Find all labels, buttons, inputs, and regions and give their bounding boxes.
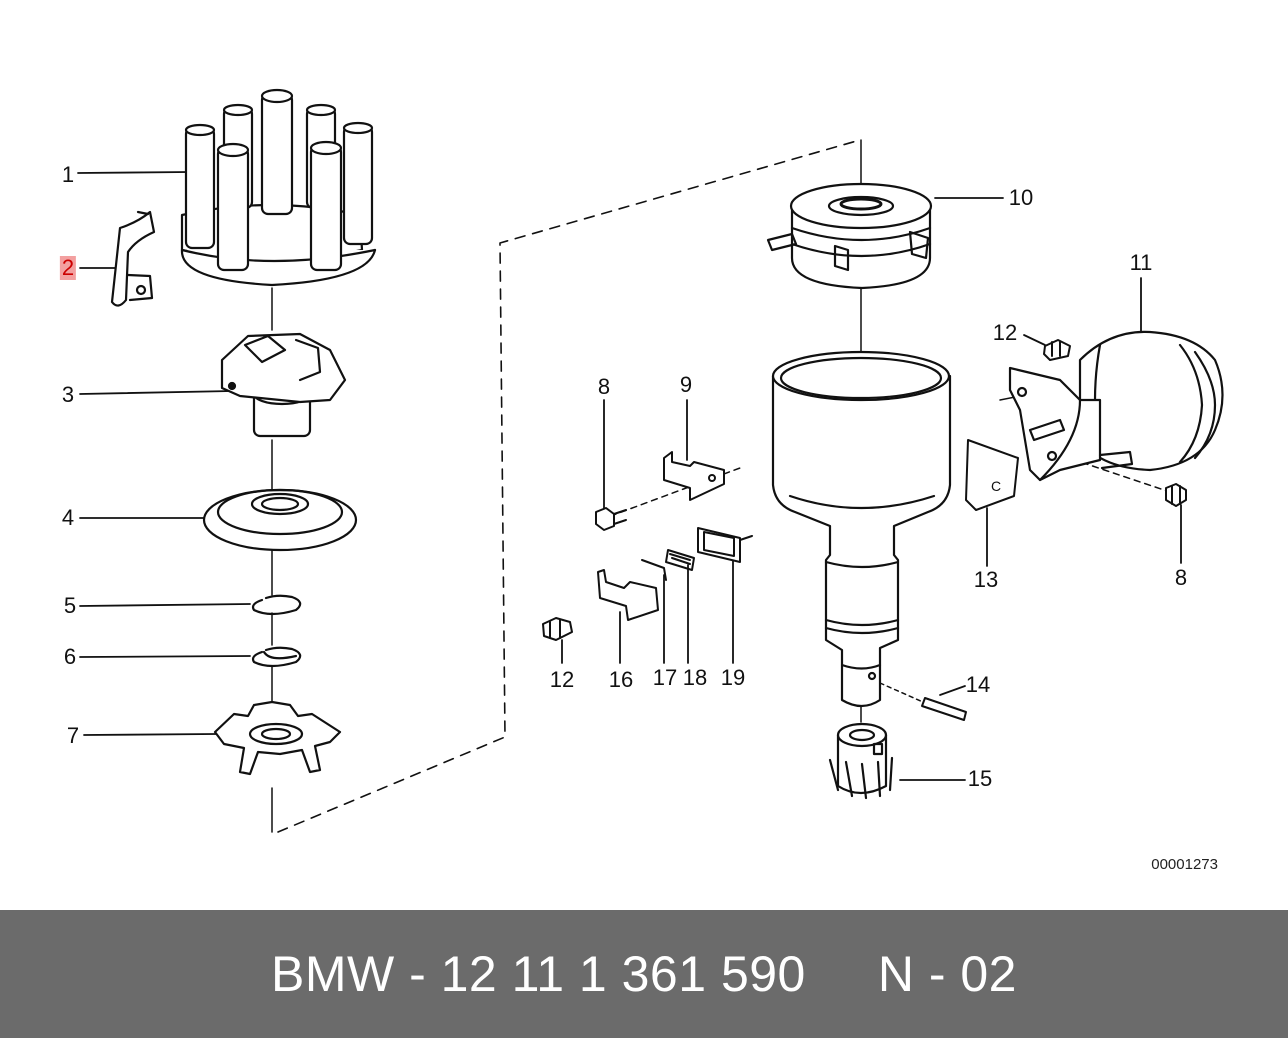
callout-8-upper: 8 [597, 374, 611, 399]
callout-19: 19 [720, 665, 746, 690]
distributor-cap [182, 90, 375, 285]
bracket-9 [664, 452, 724, 500]
callout-8-lower: 8 [1174, 565, 1188, 590]
shield-clip [112, 212, 154, 306]
callout-5: 5 [63, 593, 77, 618]
exploded-view-drawing [0, 0, 1288, 910]
callout-12-lower: 12 [549, 667, 575, 692]
pin-14 [922, 698, 966, 720]
callout-16: 16 [608, 667, 634, 692]
callout-6: 6 [63, 644, 77, 669]
callout-4: 4 [61, 505, 75, 530]
callout-10: 10 [1008, 185, 1034, 210]
dust-shield [204, 490, 356, 550]
callout-15: 15 [967, 766, 993, 791]
circlips [253, 596, 300, 666]
drive-gear [830, 724, 892, 798]
contact-parts [598, 528, 752, 620]
callout-12-upper: 12 [992, 320, 1018, 345]
rotor [222, 334, 345, 436]
parts-diagram: 1 2 3 4 5 6 7 8 9 10 11 12 8 13 12 16 17… [0, 0, 1288, 910]
drawing-number: 00001273 [1151, 856, 1218, 873]
section-boundary [278, 140, 860, 832]
gasket-letter-c: C [990, 478, 1002, 494]
pickup-ring [768, 184, 931, 288]
callout-3: 3 [61, 382, 75, 407]
callout-7: 7 [66, 723, 80, 748]
vacuum-unit [1010, 332, 1223, 480]
callout-14: 14 [965, 672, 991, 697]
callout-18: 18 [682, 665, 708, 690]
screws [543, 340, 1070, 640]
screws-with-washer [596, 484, 1186, 530]
callout-9: 9 [679, 372, 693, 397]
part-number-banner: BMW - 12 11 1 361 590 N - 02 [0, 910, 1288, 1038]
callout-17: 17 [652, 665, 678, 690]
trigger-wheel [215, 702, 340, 774]
callout-1: 1 [61, 162, 75, 187]
part-number-text: BMW - 12 11 1 361 590 N - 02 [271, 946, 1017, 1002]
callout-13: 13 [973, 567, 999, 592]
gasket-13 [966, 440, 1018, 510]
callout-2-highlighted[interactable]: 2 [59, 255, 77, 280]
distributor-housing [773, 352, 950, 706]
callout-11: 11 [1129, 250, 1153, 275]
leader-lines [78, 172, 1181, 780]
